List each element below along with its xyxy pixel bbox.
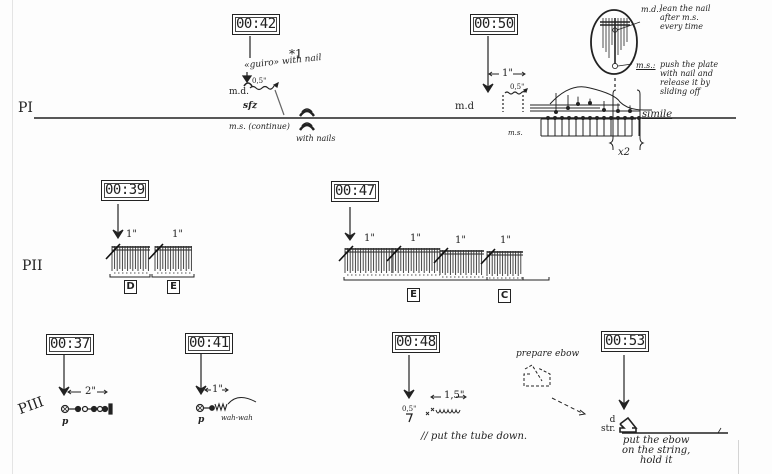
- cluster-block: [338, 245, 393, 276]
- duration-5: 1": [455, 235, 466, 246]
- duration-0050-small: 0,5": [510, 83, 525, 91]
- nail-arc-lower: [299, 123, 315, 131]
- cluster-slash: [105, 243, 121, 260]
- kalimba-outline: [590, 9, 638, 75]
- duration-0048-small: 0,5": [402, 405, 417, 413]
- note-head: [615, 115, 620, 120]
- prepare-ebow-label: prepare ebow: [516, 349, 580, 359]
- note-head: [565, 105, 570, 110]
- note-head: [552, 115, 557, 120]
- ebow-prepared-outline: [523, 364, 551, 387]
- duration-1: 1": [126, 229, 137, 240]
- note-head: [553, 109, 558, 114]
- string-label: d str.: [601, 415, 616, 434]
- duration-0041: 1": [212, 384, 223, 395]
- note-head: [580, 115, 585, 120]
- tube-instruction: // put the tube down.: [421, 431, 528, 442]
- nail-arc-upper: [299, 109, 315, 117]
- md-label-a: m.d.: [229, 87, 250, 97]
- note-head: [615, 108, 620, 113]
- cluster-slash: [148, 243, 164, 260]
- note-head: [545, 115, 550, 120]
- note-head: [559, 115, 564, 120]
- note-head: [627, 108, 632, 113]
- duration-4: 1": [410, 233, 421, 244]
- timer-0050: 00:50: [470, 14, 518, 35]
- duration-6: 1": [500, 235, 511, 246]
- note-head: [608, 115, 613, 120]
- footnote-1: *1: [289, 47, 303, 61]
- ebow-icon: [619, 416, 638, 433]
- duration-0042: 0,5": [252, 77, 267, 85]
- ms-label-b: m.s.: [508, 129, 523, 137]
- note-head: [566, 115, 571, 120]
- note-head: [622, 115, 627, 120]
- note-head: [594, 115, 599, 120]
- guiro-wave: [249, 85, 275, 91]
- cluster-block: [480, 248, 523, 279]
- page-left-edge: [12, 0, 13, 474]
- kalimba-ms-instruction: push the plate with nail and release it …: [660, 60, 719, 96]
- duration-0048: 1,5": [444, 390, 465, 401]
- timer-0048: 00:48: [392, 332, 440, 353]
- timer-0037: 00:37: [46, 334, 94, 355]
- cluster-slash: [386, 245, 402, 262]
- cluster-block: [386, 245, 441, 276]
- continue-arrow: [274, 89, 285, 116]
- simile-label: simile: [642, 109, 673, 120]
- note-head: [601, 107, 606, 112]
- cluster-slash: [338, 245, 354, 262]
- duration-3: 1": [364, 233, 375, 244]
- dynamic-p-b: p: [198, 415, 205, 425]
- wah-wah-label: wah-wah: [221, 414, 253, 422]
- note-stems: [545, 93, 641, 136]
- note-head: [629, 115, 634, 120]
- note-head: [601, 115, 606, 120]
- cluster-block: [433, 247, 484, 278]
- note-head: [575, 101, 580, 106]
- timer-0047: 00:47: [331, 181, 379, 202]
- cluster-slash: [480, 248, 496, 265]
- with-nails: with nails: [296, 134, 336, 143]
- dynamic-p-a: p: [62, 417, 69, 427]
- repeat-label: x2: [618, 147, 631, 158]
- kalimba-tines: [600, 18, 641, 70]
- rehearsal-mark-e: E: [167, 280, 180, 294]
- duration-0050: 1": [502, 68, 513, 79]
- ebow-instruction: put the ebow on the string, hold it: [622, 435, 691, 466]
- part-label-2: PII: [22, 258, 43, 274]
- duration-0037: 2": [85, 386, 96, 397]
- timer-0039: 00:39: [101, 180, 149, 201]
- timer-0053: 00:53: [601, 331, 649, 352]
- note-head: [587, 115, 592, 120]
- kalimba-md-label: m.d.:: [641, 5, 662, 14]
- cluster-slash: [433, 247, 449, 264]
- dynamic-sfz: sfz: [243, 101, 258, 111]
- timer-0041: 00:41: [185, 333, 233, 354]
- cluster-groups: [105, 243, 523, 279]
- kalimba-md-instruction: lean the nail after m.s. every time: [660, 4, 711, 31]
- rehearsal-mark-e-2: E: [407, 288, 420, 302]
- note-head: [587, 100, 592, 105]
- part-label-1: PI: [18, 100, 33, 116]
- rehearsal-mark-c: C: [498, 289, 511, 303]
- page-right-edge: [738, 440, 739, 474]
- cluster-block: [105, 243, 150, 274]
- ebow-dashed-arrow: [551, 397, 583, 414]
- duration-2: 1": [172, 229, 183, 240]
- md-label-b: m.d: [455, 101, 475, 112]
- kalimba-ms-label: m.s.:: [636, 61, 656, 70]
- ms-continue: m.s. (continue): [229, 122, 290, 131]
- cross-circle: [60, 404, 70, 414]
- timer-0042: 00:42: [232, 14, 280, 35]
- cluster-block: [148, 243, 192, 274]
- note-head: [573, 115, 578, 120]
- arrow-head: [241, 75, 253, 84]
- rehearsal-mark-d: D: [124, 280, 137, 294]
